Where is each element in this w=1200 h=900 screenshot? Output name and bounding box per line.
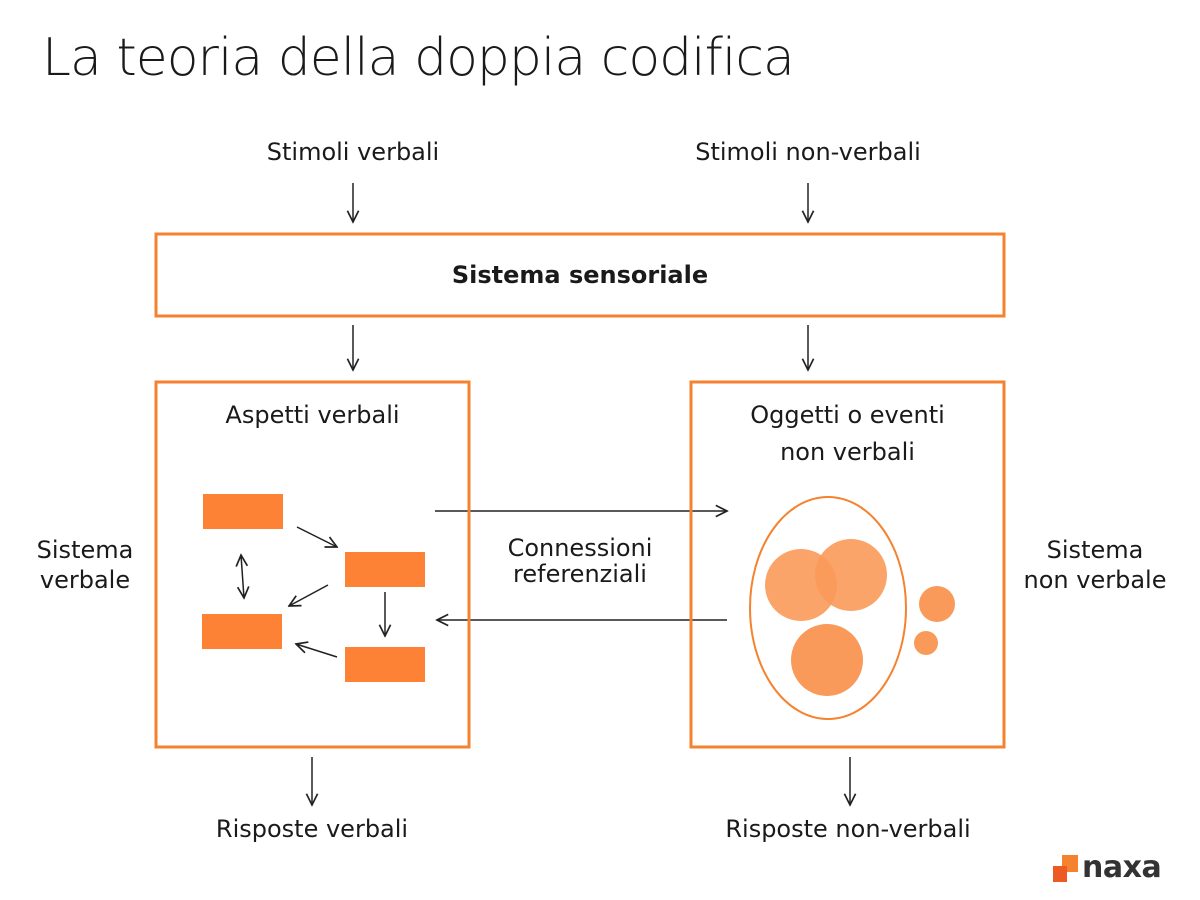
verbal-unit-3 — [202, 614, 282, 649]
label-referenziali: referenziali — [513, 560, 647, 588]
label-connessioni: Connessioni — [507, 534, 653, 562]
label-sistema-nonverbale-1: Sistema — [1046, 536, 1144, 564]
naxa-logo-mark — [1053, 855, 1078, 882]
page-title: La teoria della doppia codifica — [42, 28, 795, 88]
label-sistema-verbale-1: Sistema — [36, 536, 134, 564]
nonverbal-ellipse — [749, 496, 907, 720]
label-risposte-nonverbali: Risposte non-verbali — [725, 815, 971, 843]
label-sistema-verbale-2: verbale — [39, 566, 131, 594]
naxa-logo-text: naxa — [1082, 850, 1162, 885]
arrow-internal-2 — [241, 555, 244, 598]
arrow-internal-5 — [296, 644, 338, 658]
image-circle-5 — [914, 631, 938, 655]
label-risposte-verbali: Risposte verbali — [215, 815, 409, 843]
label-aspetti-verbali: Aspetti verbali — [225, 401, 400, 429]
arrow-internal-1 — [296, 526, 337, 547]
label-sistema-sensoriale: Sistema sensoriale — [451, 261, 709, 289]
nonverbal-system-box — [689, 380, 1006, 749]
verbal-unit-1 — [203, 494, 283, 529]
label-oggetti-line2: non verbali — [780, 438, 915, 466]
sensory-system-box — [154, 232, 1006, 318]
verbal-unit-2 — [345, 552, 425, 587]
label-stimoli-verbali: Stimoli verbali — [266, 138, 440, 166]
label-oggetti-line1: Oggetti o eventi — [750, 401, 945, 429]
image-circle-2 — [815, 539, 887, 611]
verbal-unit-4 — [345, 647, 425, 682]
arrow-internal-3 — [289, 584, 329, 606]
image-circle-4 — [919, 586, 955, 622]
image-circle-3 — [791, 624, 863, 696]
label-stimoli-nonverbali: Stimoli non-verbali — [695, 138, 921, 166]
verbal-system-box — [154, 380, 471, 749]
label-sistema-nonverbale-2: non verbale — [1023, 566, 1167, 594]
